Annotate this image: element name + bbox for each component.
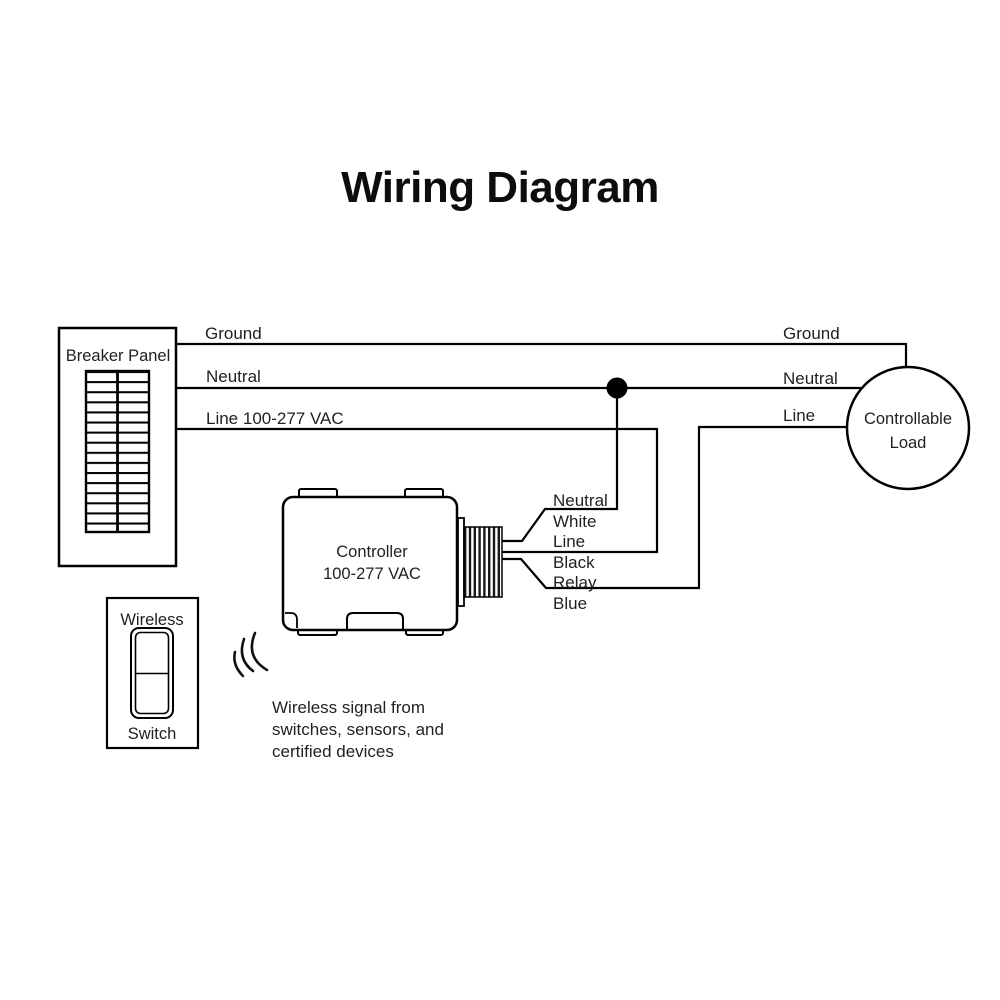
wire-junction-dot bbox=[606, 377, 628, 399]
line-black-wire bbox=[176, 427, 659, 554]
lead-line-label: Line bbox=[553, 532, 585, 551]
controller-corner-detail bbox=[285, 612, 298, 628]
note-line3: certified devices bbox=[272, 742, 394, 761]
wireless-signal-icon bbox=[233, 631, 269, 678]
note-line2: switches, sensors, and bbox=[272, 720, 444, 739]
controllable-load: Controllable Load bbox=[845, 365, 971, 491]
breaker-panel-label: Breaker Panel bbox=[66, 347, 171, 365]
controller-rating-label: 100-277 VAC bbox=[323, 565, 421, 583]
left-ground-label: Ground bbox=[205, 324, 262, 343]
left-line-label: Line 100-277 VAC bbox=[206, 409, 344, 428]
note-line1: Wireless signal from bbox=[272, 698, 425, 717]
controller-name-label: Controller bbox=[336, 543, 408, 561]
conduit-fitting bbox=[463, 526, 503, 598]
right-ground-label: Ground bbox=[783, 324, 840, 343]
lead-white-label: White bbox=[553, 512, 596, 531]
ground-wire bbox=[176, 342, 908, 372]
wireless-switch: Wireless Switch bbox=[105, 596, 200, 750]
controller: Controller 100-277 VAC bbox=[281, 488, 503, 636]
lead-neutral-label: Neutral bbox=[553, 491, 608, 510]
relay-blue-wire bbox=[502, 425, 850, 590]
lead-blue-label: Blue bbox=[553, 594, 587, 613]
controller-body bbox=[281, 495, 459, 632]
controllable-load-circle bbox=[845, 365, 971, 491]
right-line-label: Line bbox=[783, 406, 815, 425]
wireless-label: Wireless bbox=[120, 611, 183, 629]
wireless-note: Wireless signal from switches, sensors, … bbox=[272, 698, 444, 761]
conduit-flange bbox=[457, 517, 465, 607]
breaker-panel: Breaker Panel bbox=[57, 326, 178, 568]
switch-label: Switch bbox=[128, 725, 177, 743]
left-neutral-label: Neutral bbox=[206, 367, 261, 386]
controller-bottom-notch bbox=[346, 612, 404, 629]
lead-black-label: Black bbox=[553, 553, 595, 572]
neutral-white-wire bbox=[502, 388, 619, 543]
load-label-line1: Controllable bbox=[864, 410, 952, 428]
wires bbox=[176, 342, 908, 590]
page-title: Wiring Diagram bbox=[341, 163, 659, 212]
lead-relay-label: Relay bbox=[553, 573, 597, 592]
load-label-line2: Load bbox=[890, 434, 927, 452]
right-neutral-label: Neutral bbox=[783, 369, 838, 388]
